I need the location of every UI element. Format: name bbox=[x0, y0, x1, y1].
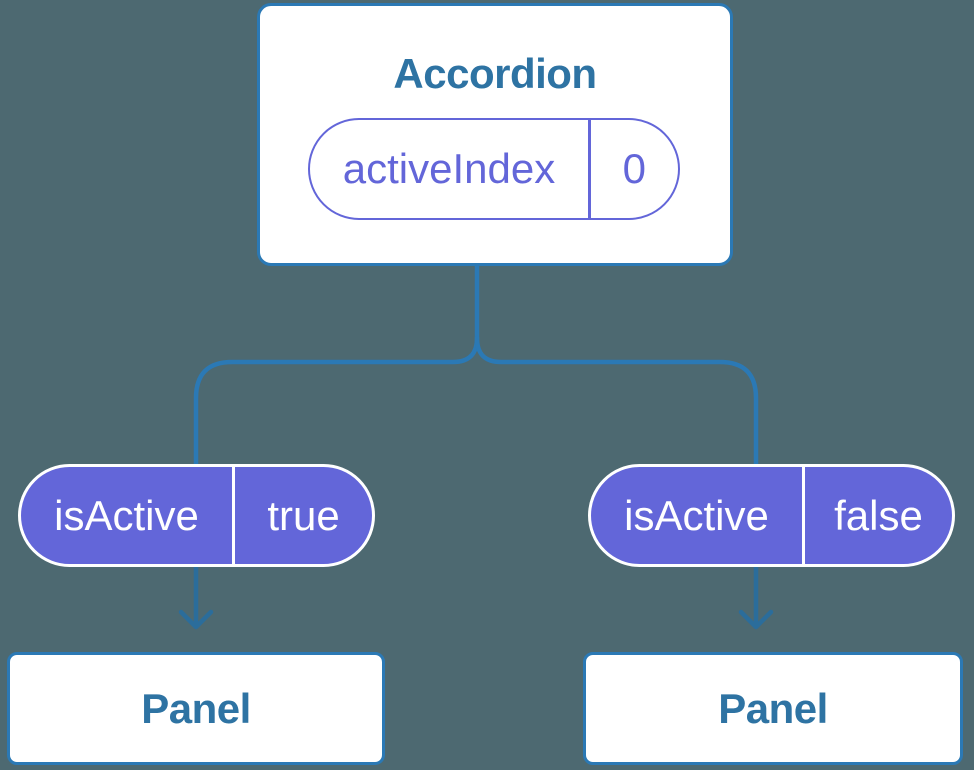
state-pill-divider bbox=[588, 120, 591, 218]
prop-pill-divider-right bbox=[802, 467, 805, 564]
panel-node-right: Panel bbox=[583, 652, 963, 765]
prop-pill-isactive-true: isActive true bbox=[18, 464, 375, 567]
connector-root-to-left-pill bbox=[193, 259, 480, 508]
prop-pill-divider-left bbox=[232, 467, 235, 564]
panel-node-right-title: Panel bbox=[718, 684, 828, 732]
accordion-node-title: Accordion bbox=[393, 50, 597, 97]
prop-name-right: isActive bbox=[624, 491, 769, 539]
prop-pill-isactive-false: isActive false bbox=[588, 464, 955, 567]
state-pill-activeindex: activeIndex 0 bbox=[308, 118, 680, 220]
panel-node-left-title: Panel bbox=[141, 684, 251, 732]
prop-value-left: true bbox=[267, 491, 340, 539]
accordion-node: Accordion activeIndex 0 bbox=[257, 3, 733, 266]
prop-name-left: isActive bbox=[54, 491, 199, 539]
connector-root-to-right-pill bbox=[474, 335, 759, 508]
state-name: activeIndex bbox=[342, 145, 556, 192]
state-value: 0 bbox=[622, 145, 646, 192]
panel-node-left: Panel bbox=[7, 652, 385, 765]
prop-value-right: false bbox=[834, 491, 923, 539]
